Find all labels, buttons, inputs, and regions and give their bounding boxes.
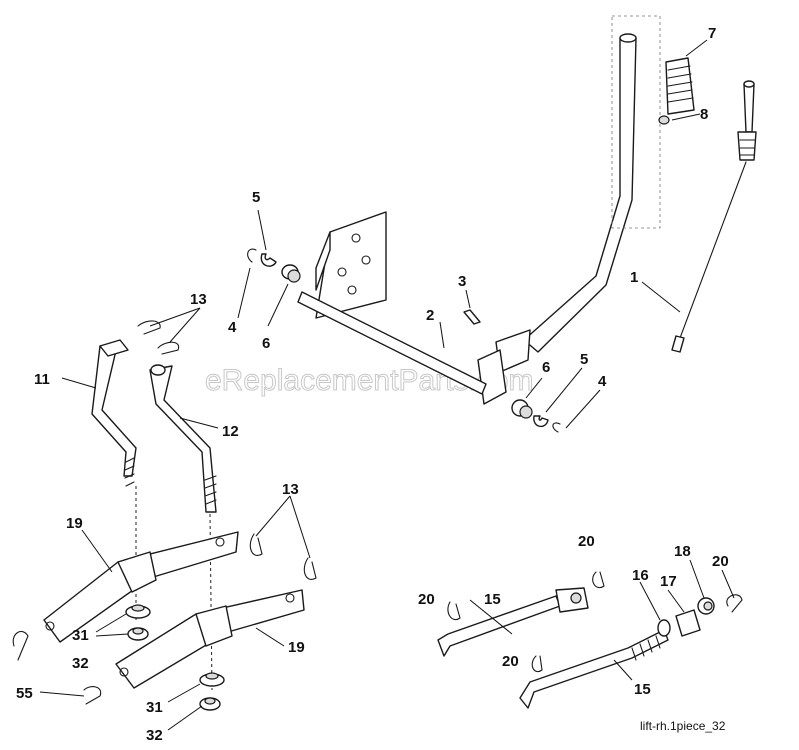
- callout-31-upper: 31: [72, 627, 89, 644]
- grip-7: [665, 57, 695, 115]
- lift-arm-19-upper: [43, 531, 239, 643]
- callout-20-b: 20: [578, 533, 595, 550]
- callout-32-lower: 32: [146, 727, 163, 744]
- nut-32-upper: [127, 627, 149, 641]
- mounting-bracket: [315, 211, 387, 319]
- nut-18: [697, 597, 715, 615]
- hairpin-55-b: [83, 686, 102, 705]
- callout-31-lower: 31: [146, 699, 163, 716]
- hairpin-13-right-a: [249, 533, 263, 556]
- spacer-31-upper: [125, 604, 151, 619]
- cross-shaft-2: [297, 291, 487, 395]
- deck-rod-15-lower: [519, 629, 669, 709]
- hairpin-20-c: [531, 655, 543, 673]
- hairpin-55-a: [12, 631, 29, 661]
- spacer-31-lower: [199, 672, 225, 687]
- callout-6-right: 6: [542, 359, 550, 376]
- callout-12: 12: [222, 423, 239, 440]
- hairpin-20-d: [726, 594, 743, 613]
- callout-11: 11: [34, 371, 50, 388]
- callout-20-c: 20: [502, 653, 519, 670]
- callout-15-lower: 15: [634, 681, 651, 698]
- washer-16: [657, 619, 671, 637]
- nut-8: [658, 115, 670, 125]
- callout-15-upper: 15: [484, 591, 501, 608]
- callout-4-left: 4: [228, 319, 237, 336]
- lift-link-12: [149, 364, 217, 513]
- bushing-6-left: [281, 264, 301, 283]
- callout-20-a: 20: [418, 591, 435, 608]
- callout-20-d: 20: [712, 553, 729, 570]
- ring-4-left: [247, 248, 257, 263]
- callout-13-top: 13: [190, 291, 207, 308]
- hairpin-13-top-b: [157, 341, 180, 355]
- callout-8: 8: [700, 106, 708, 123]
- nut-32-lower: [199, 697, 221, 711]
- hairpin-13-top-a: [137, 320, 161, 335]
- callout-1: 1: [630, 269, 638, 286]
- lift-arm-19-lower: [115, 589, 305, 689]
- callout-5-left: 5: [252, 189, 260, 206]
- callout-labels: 7 8 1 2 3 5 4 6 6 5 4 13 11 12 19 19 31 …: [16, 25, 729, 744]
- block-17: [675, 609, 701, 637]
- assembly-line-right: [209, 513, 213, 691]
- callout-5-right: 5: [580, 351, 588, 368]
- hairpin-13-right-b: [303, 557, 317, 580]
- clip-5-left: [260, 253, 277, 267]
- callout-4-right: 4: [598, 373, 607, 390]
- callout-19-lower: 19: [288, 639, 305, 656]
- hairpin-20-a: [447, 601, 461, 620]
- hairpin-20-b: [592, 571, 605, 589]
- callout-16: 16: [632, 567, 649, 584]
- callout-55: 55: [16, 685, 33, 702]
- callout-7: 7: [708, 25, 716, 42]
- callout-2: 2: [426, 307, 434, 324]
- callout-3: 3: [458, 273, 466, 290]
- diagram-caption: lift-rh.1piece_32: [640, 719, 726, 733]
- lever-handle-outline: [611, 15, 661, 229]
- pin-3: [463, 309, 481, 325]
- clip-5-right: [533, 415, 549, 427]
- leader-lines: [39, 39, 735, 731]
- callout-13-right: 13: [282, 481, 299, 498]
- callout-32-upper: 32: [72, 655, 89, 672]
- deck-rod-15-upper: [437, 587, 589, 657]
- callout-6-left: 6: [262, 335, 270, 352]
- lift-link-11: [91, 339, 137, 487]
- rod-1: [671, 80, 757, 353]
- callout-17: 17: [660, 573, 677, 590]
- bushing-6-right: [511, 399, 533, 419]
- callout-19-upper: 19: [66, 515, 83, 532]
- callout-18: 18: [674, 543, 691, 560]
- ring-4-right: [552, 422, 561, 433]
